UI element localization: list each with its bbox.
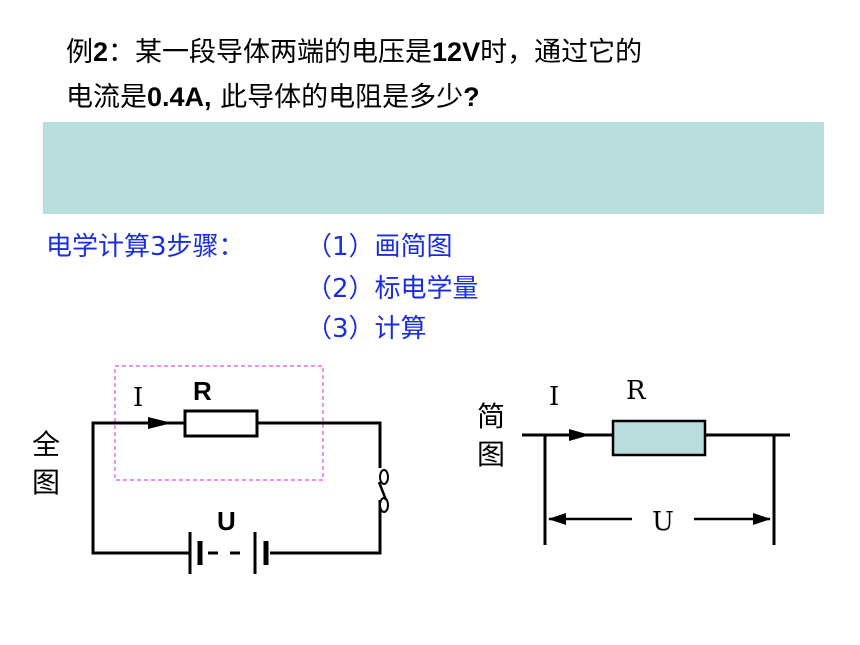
step-1: （1）画简图 [306,232,453,262]
simple-voltage-label: U [652,507,674,537]
problem-text-part: 电流是 [66,82,147,113]
step-2: （2）标电学量 [306,274,479,304]
full-current-label: I [133,383,143,413]
simple-current-label: I [549,382,559,412]
problem-line-1: 例2：某一段导体两端的电压是12V时，通过它的 [66,30,806,75]
steps-title: 电学计算3步骤： [46,232,245,262]
problem-text: 例2：某一段导体两端的电压是12V时，通过它的 电流是0.4A, 此导体的电阻是… [66,30,806,120]
switch-lever [377,481,388,501]
problem-voltage-value: 12V [432,37,481,67]
problem-example-label: 例 [66,37,93,68]
switch-contact-icon [379,497,389,513]
simple-voltage-arrow-right-icon [753,513,771,525]
simple-circuit-diagram: I R U [522,376,790,545]
simple-resistor-label: R [626,376,647,406]
circuit-wire-bottom [270,500,382,555]
full-voltage-label: U [217,506,236,536]
full-diagram-label: 全 图 [30,426,62,502]
full-diagram-label-char-1: 全 [31,428,60,461]
problem-text-part: ：某一段导体两端的电压是 [108,37,433,68]
problem-line-2: 电流是0.4A, 此导体的电阻是多少? [66,75,806,120]
simple-diagram-label-char-2: 图 [476,438,505,471]
simple-diagram-label-char-1: 简 [476,400,505,433]
current-arrow-icon [148,417,172,429]
answer-box [43,122,824,214]
circuit-wire-left [91,421,190,555]
problem-current-value: 0.4A, [147,82,212,112]
problem-question: 此导体的电阻是多少 [211,82,464,113]
full-diagram-label-char-2: 图 [31,466,60,499]
step-3: （3）计算 [306,314,427,344]
full-circuit-diagram: I R U [91,365,389,574]
circuit-wire-right [257,421,382,468]
problem-example-number: 2 [93,37,109,67]
problem-question-mark: ? [463,82,480,112]
problem-text-part: 时，通过它的 [480,37,643,68]
full-resistor-label: R [193,376,212,406]
switch-icon [379,469,389,485]
simple-voltage-arrow-left-icon [548,513,566,525]
simple-resistor [611,419,707,457]
simple-diagram-label: 简 图 [475,398,507,474]
simple-current-arrow-icon [569,429,590,441]
resistor [183,409,259,438]
